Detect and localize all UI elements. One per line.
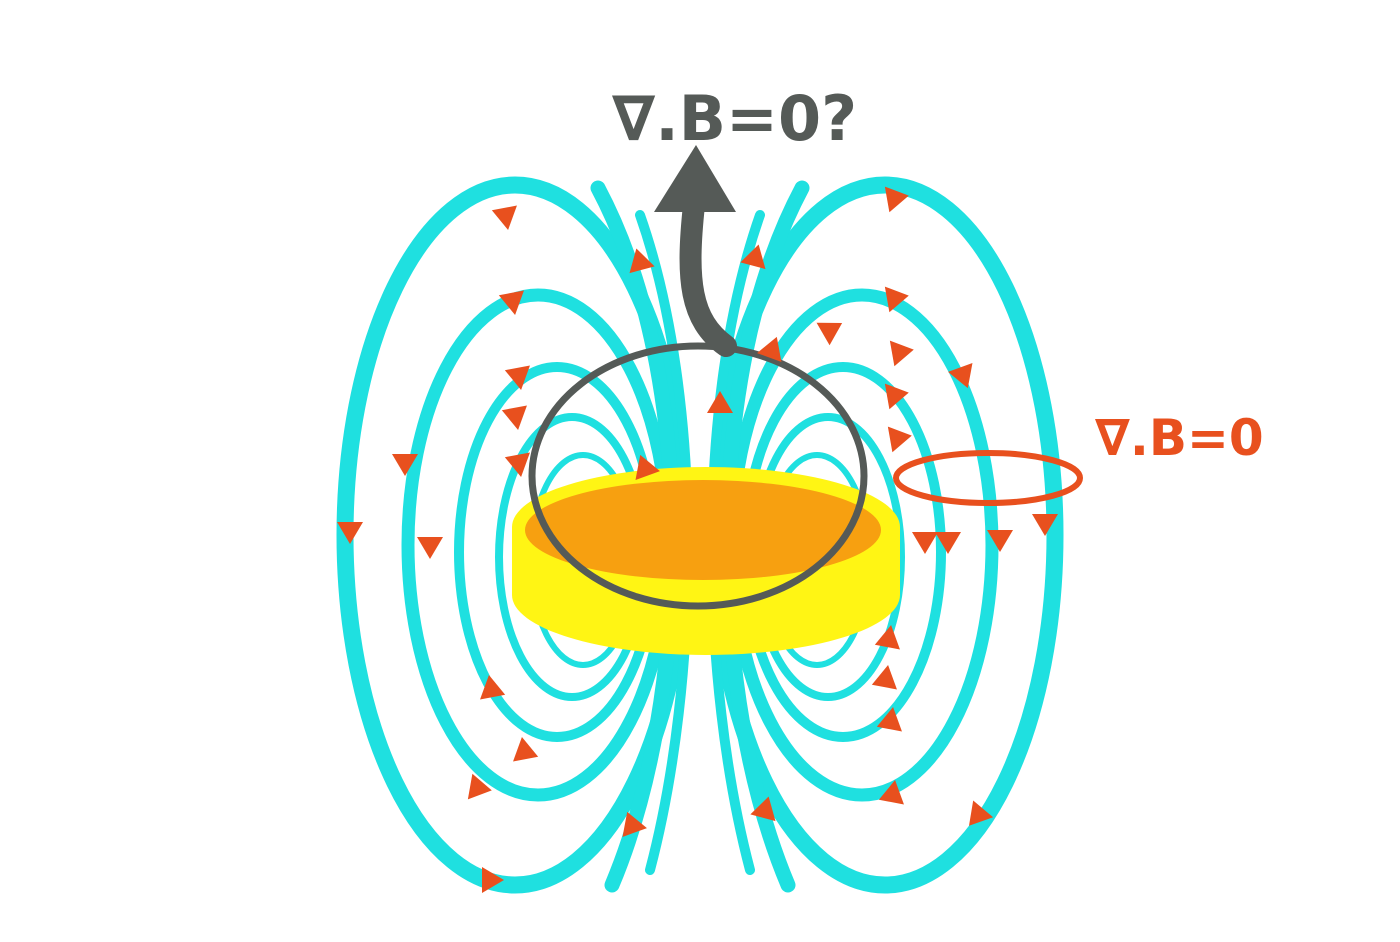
triangle-arrowhead-icon xyxy=(884,186,909,213)
triangle-arrowhead-icon xyxy=(876,707,902,732)
triangle-arrowhead-icon xyxy=(757,336,782,362)
disk-top xyxy=(525,480,881,580)
triangle-arrowhead-icon xyxy=(1032,514,1058,536)
triangle-arrowhead-icon xyxy=(816,322,843,346)
gray-arrow-shaft xyxy=(679,194,737,357)
triangle-arrowhead-icon xyxy=(707,391,733,413)
triangle-arrowhead-icon xyxy=(482,867,504,893)
triangle-arrowhead-icon xyxy=(504,452,530,477)
triangle-arrowhead-icon xyxy=(871,665,897,690)
triangle-arrowhead-icon xyxy=(969,800,994,826)
triangle-arrowhead-icon xyxy=(912,532,938,554)
triangle-arrowhead-icon xyxy=(513,737,539,762)
triangle-arrowhead-icon xyxy=(629,248,655,274)
triangle-arrowhead-icon xyxy=(337,522,363,544)
triangle-arrowhead-icon xyxy=(417,537,443,559)
triangle-arrowhead-icon xyxy=(884,383,909,410)
triangle-arrowhead-icon xyxy=(740,244,766,270)
current-disk xyxy=(512,467,900,655)
triangle-arrowhead-icon xyxy=(874,625,900,650)
triangle-arrowhead-icon xyxy=(884,286,909,313)
top-divergence-label: ∇.B=0? xyxy=(612,82,857,155)
triangle-arrowhead-icon xyxy=(392,454,418,476)
triangle-arrowhead-icon xyxy=(887,426,912,453)
triangle-arrowhead-icon xyxy=(498,290,524,315)
field-arrowheads xyxy=(337,186,1058,893)
up-arrow-icon xyxy=(654,145,736,212)
triangle-arrowhead-icon xyxy=(480,675,506,700)
triangle-arrowhead-icon xyxy=(504,365,530,390)
gray-closed-surface xyxy=(528,342,868,610)
triangle-arrowhead-icon xyxy=(501,405,527,430)
triangle-arrowhead-icon xyxy=(750,796,776,822)
triangle-arrowhead-icon xyxy=(935,532,961,554)
triangle-arrowhead-icon xyxy=(467,773,492,800)
triangle-arrowhead-icon xyxy=(948,363,973,389)
right-divergence-label: ∇.B=0 xyxy=(1095,409,1264,467)
triangle-arrowhead-icon xyxy=(491,205,517,230)
triangle-arrowhead-icon xyxy=(987,530,1013,552)
triangle-arrowhead-icon xyxy=(889,340,914,367)
orange-surface-loop xyxy=(893,450,1083,506)
gray-surface-group xyxy=(528,145,868,610)
triangle-arrowhead-icon xyxy=(622,811,647,837)
triangle-arrowhead-icon xyxy=(635,454,660,480)
triangle-arrowhead-icon xyxy=(878,780,904,805)
